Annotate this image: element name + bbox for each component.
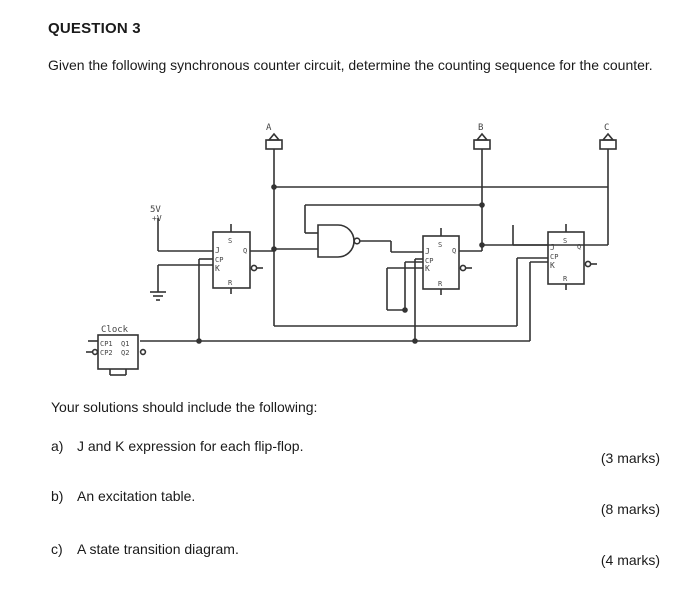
- ffc-r-pin: R: [563, 275, 568, 283]
- task-c-text: A state transition diagram.: [77, 541, 239, 557]
- clock-cp1-pin: CP1: [100, 340, 113, 348]
- ffb-k-pin: K: [425, 264, 430, 273]
- task-b-marks: (8 marks): [600, 501, 660, 517]
- task-a-label: a): [51, 438, 64, 454]
- ffb-r-pin: R: [438, 280, 443, 288]
- ffc-cp-pin: CP: [550, 253, 558, 261]
- task-b-label: b): [51, 488, 64, 504]
- output-probe-c: [599, 132, 617, 245]
- task-b: b) An excitation table.: [51, 488, 195, 504]
- output-probe-b: [473, 132, 491, 187]
- output-label-c: C: [604, 123, 609, 133]
- ffa-cp-pin: CP: [215, 256, 223, 264]
- supply-symbol-label: +V: [152, 214, 162, 223]
- task-a-marks: (3 marks): [600, 450, 660, 466]
- ffa-q-pin: Q: [243, 247, 247, 255]
- supply-voltage-label: 5V: [150, 205, 161, 215]
- ffc-k-pin: K: [550, 261, 555, 270]
- task-c: c) A state transition diagram.: [51, 541, 239, 557]
- ffb-cp-pin: CP: [425, 257, 433, 265]
- output-label-b: B: [478, 123, 483, 133]
- ffc-j-pin: J: [550, 243, 555, 252]
- ffb-s-pin: S: [438, 241, 442, 249]
- clock-q2-pin: Q2: [121, 349, 129, 357]
- task-a-text: J and K expression for each flip-flop.: [77, 438, 304, 454]
- task-a: a) J and K expression for each flip-flop.: [51, 438, 303, 454]
- clock-q1-pin: Q1: [121, 340, 129, 348]
- task-b-text: An excitation table.: [77, 488, 196, 504]
- instructions-text: Your solutions should include the follow…: [51, 399, 318, 415]
- question-heading: QUESTION 3: [48, 20, 141, 37]
- task-c-marks: (4 marks): [600, 552, 660, 568]
- ffa-r-pin: R: [228, 279, 233, 287]
- ffa-s-pin: S: [228, 237, 232, 245]
- ffb-q-pin: Q: [452, 247, 456, 255]
- output-label-a: A: [266, 123, 272, 133]
- output-probe-a: [265, 132, 283, 187]
- question-prompt: Given the following synchronous counter …: [48, 57, 653, 73]
- ffa-j-pin: J: [215, 246, 220, 255]
- ffa-k-pin: K: [215, 264, 220, 273]
- task-c-label: c): [51, 541, 63, 557]
- ffb-j-pin: J: [425, 247, 430, 256]
- ffc-s-pin: S: [563, 237, 567, 245]
- clock-cp2-pin: CP2: [100, 349, 113, 357]
- ffc-q-pin: Q: [577, 243, 581, 251]
- clock-title: Clock: [101, 325, 129, 335]
